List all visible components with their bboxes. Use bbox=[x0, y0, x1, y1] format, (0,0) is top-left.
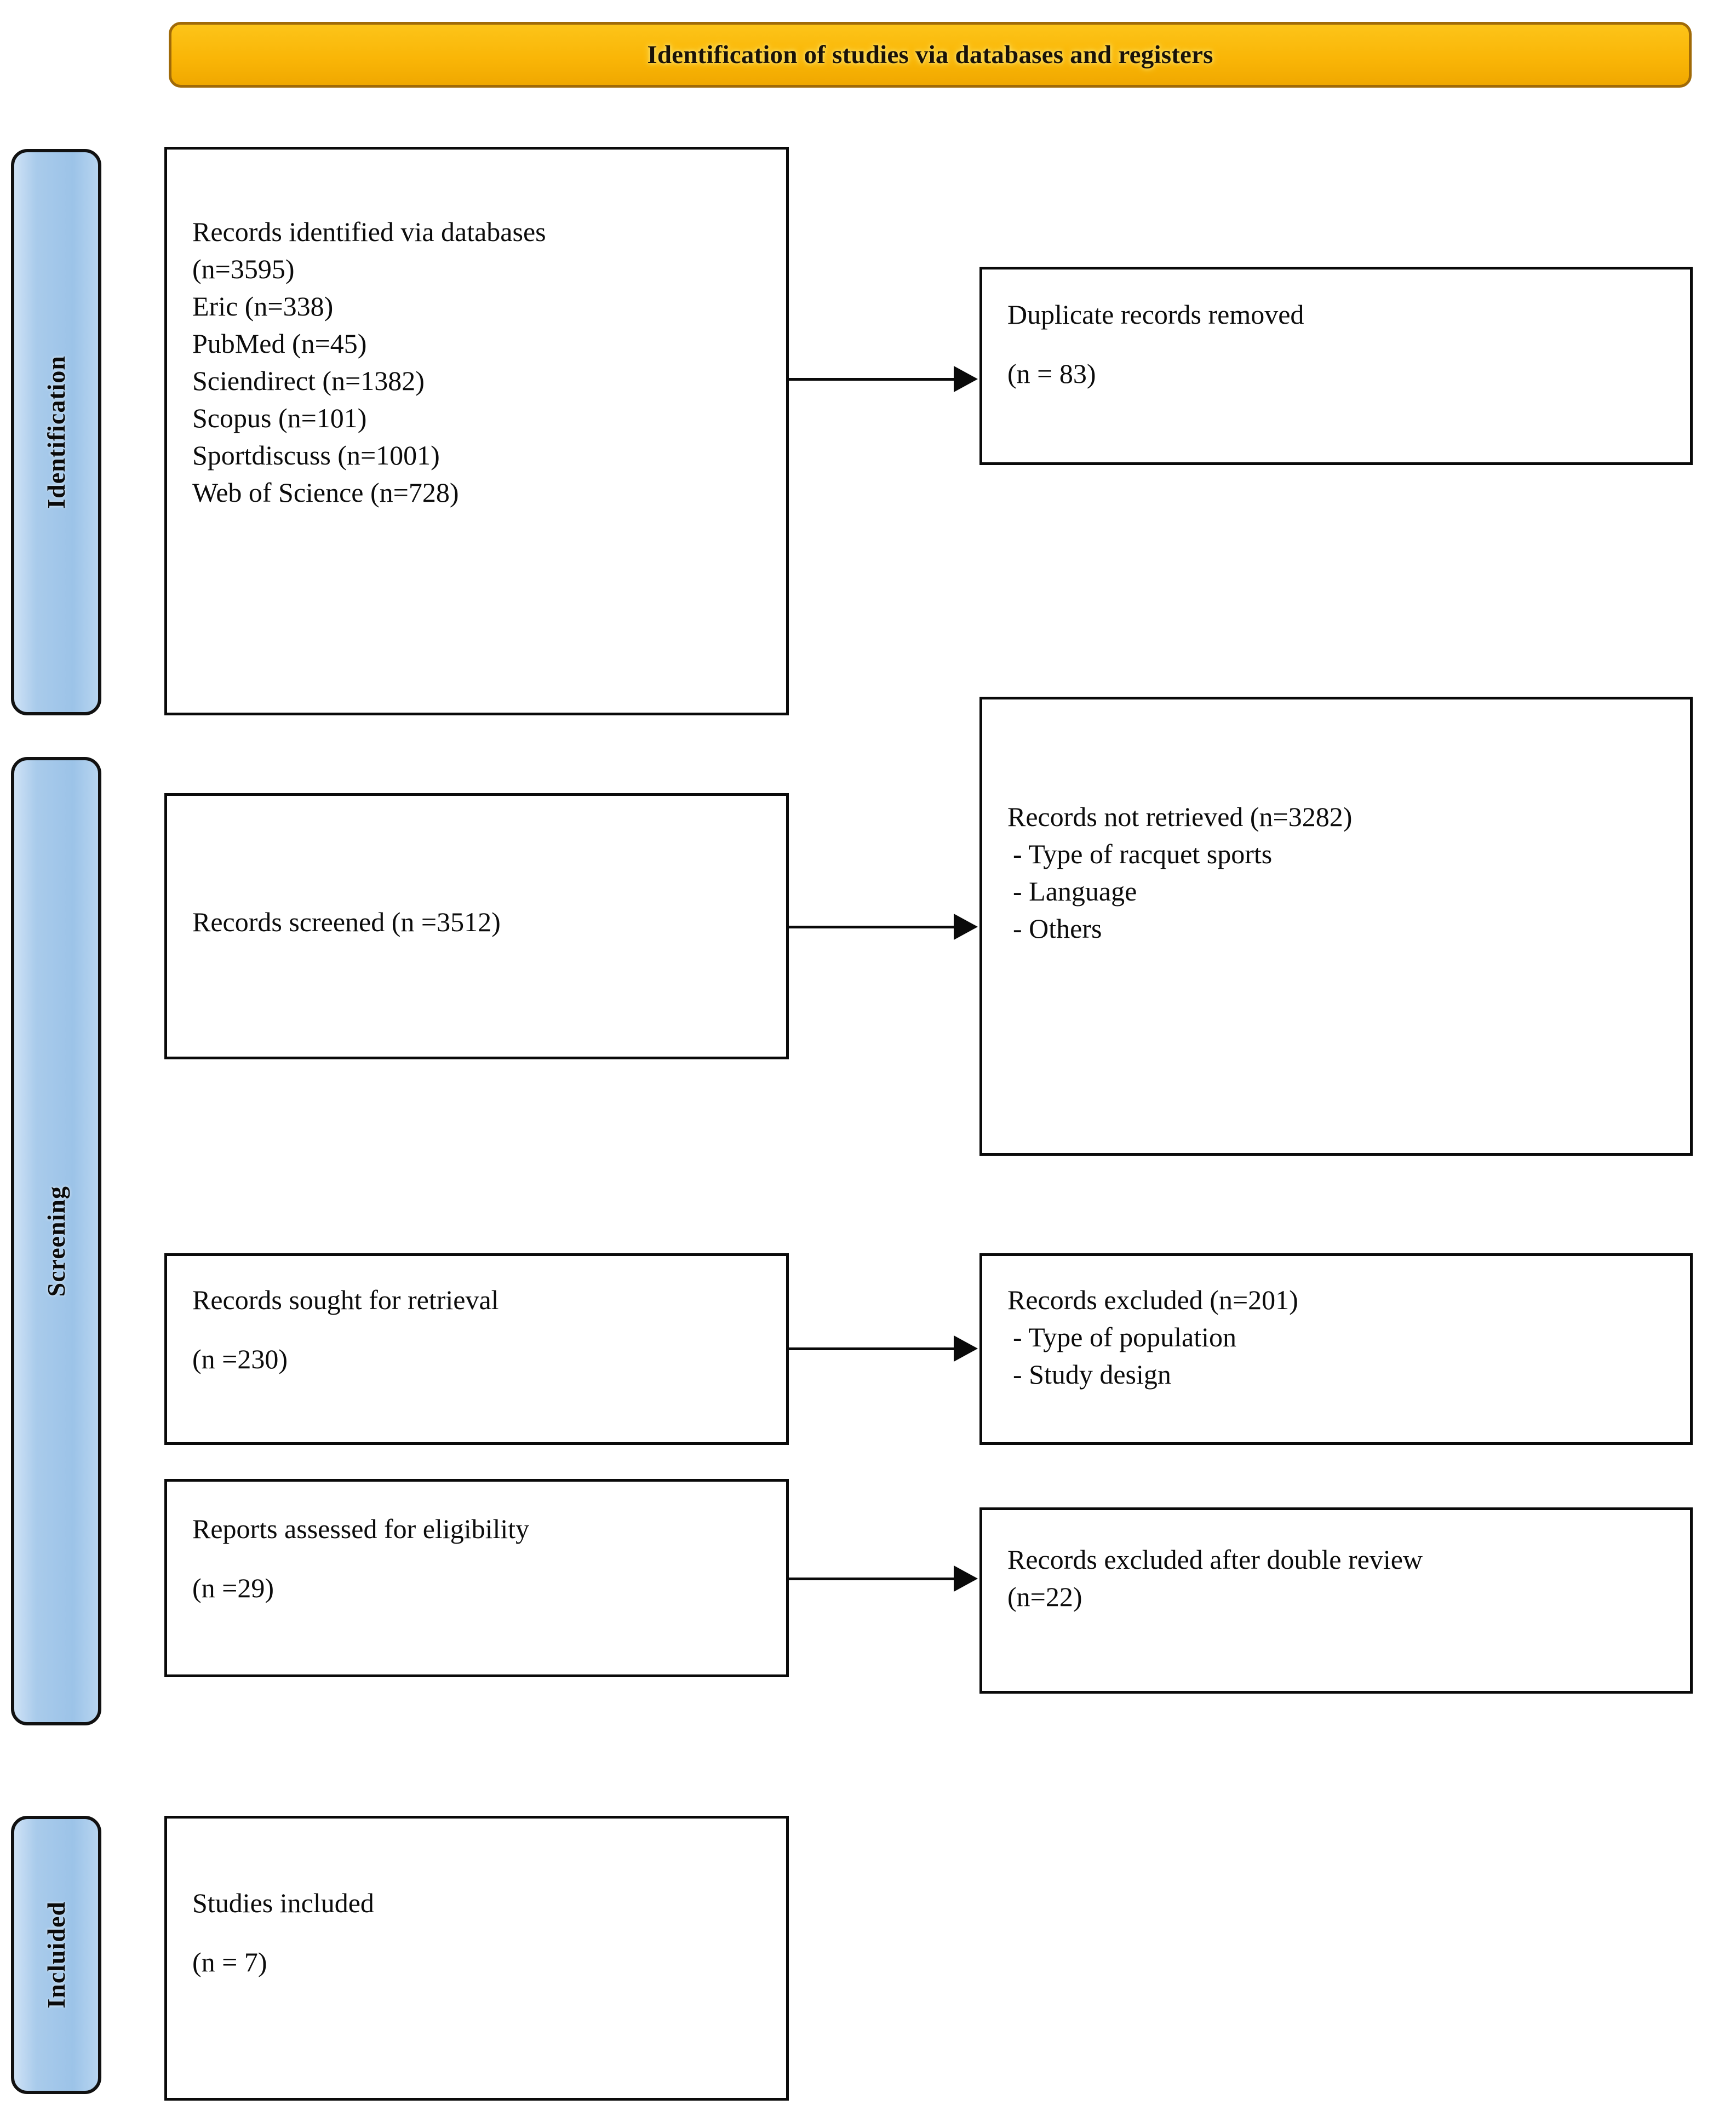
arrow-head bbox=[954, 914, 978, 940]
arrow-head bbox=[954, 366, 978, 392]
arrow-head bbox=[954, 1565, 978, 1592]
arrow-shaft bbox=[789, 1347, 954, 1350]
records-identified-line-5: Sciendirect (n=1382) bbox=[192, 365, 425, 396]
box-reports-assessed-for-eligibility: Reports assessed for eligibility (n =29) bbox=[164, 1479, 789, 1677]
records-identified-line-1: Records identified via databases bbox=[192, 216, 546, 247]
records-identified-line-7: Sportdiscuss (n=1001) bbox=[192, 440, 440, 471]
reports-assessed-line-2: (n =29) bbox=[192, 1573, 274, 1603]
stage-label-identification: Identification bbox=[42, 355, 70, 509]
studies-included-line-2: (n = 7) bbox=[192, 1947, 267, 1977]
excluded-double-review-line-2: (n=22) bbox=[1007, 1581, 1082, 1612]
box-duplicate-records-removed: Duplicate records removed (n = 83) bbox=[979, 267, 1693, 465]
records-sought-line-2: (n =230) bbox=[192, 1344, 288, 1374]
stage-bar-screening: Screening bbox=[11, 757, 101, 1725]
excluded-double-review-line-1: Records excluded after double review bbox=[1007, 1544, 1423, 1575]
records-identified-line-8: Web of Science (n=728) bbox=[192, 477, 459, 508]
arrow-identified-to-duplicates bbox=[789, 366, 978, 392]
duplicates-line-2: (n = 83) bbox=[1007, 358, 1096, 389]
records-identified-line-3: Eric (n=338) bbox=[192, 291, 334, 322]
studies-included-line-1: Studies included bbox=[192, 1888, 374, 1918]
box-records-excluded-after-double-review: Records excluded after double review (n=… bbox=[979, 1507, 1693, 1694]
box-records-screened: Records screened (n =3512) bbox=[164, 793, 789, 1059]
arrow-screened-to-not-retrieved bbox=[789, 914, 978, 940]
records-identified-line-2: (n=3595) bbox=[192, 254, 295, 284]
arrow-head bbox=[954, 1335, 978, 1362]
reports-assessed-line-1: Reports assessed for eligibility bbox=[192, 1513, 530, 1544]
records-excluded-line-1: Records excluded (n=201) bbox=[1007, 1284, 1298, 1315]
box-records-identified: Records identified via databases (n=3595… bbox=[164, 147, 789, 715]
box-records-sought-for-retrieval: Records sought for retrieval (n =230) bbox=[164, 1253, 789, 1445]
arrow-assessed-to-excluded-double-review bbox=[789, 1565, 978, 1592]
records-excluded-line-3: - Study design bbox=[1013, 1359, 1171, 1390]
arrow-sought-to-excluded bbox=[789, 1335, 978, 1362]
arrow-shaft bbox=[789, 1577, 954, 1580]
not-retrieved-line-4: - Others bbox=[1013, 913, 1102, 944]
arrow-shaft bbox=[789, 925, 954, 928]
records-sought-line-1: Records sought for retrieval bbox=[192, 1284, 499, 1315]
diagram-header-banner: Identification of studies via databases … bbox=[169, 22, 1692, 88]
box-records-not-retrieved: Records not retrieved (n=3282) - Type of… bbox=[979, 697, 1693, 1156]
records-identified-line-6: Scopus (n=101) bbox=[192, 403, 367, 433]
not-retrieved-line-3: - Language bbox=[1013, 876, 1137, 907]
arrow-shaft bbox=[789, 377, 954, 381]
stage-label-included: Incluided bbox=[42, 1901, 70, 2009]
diagram-title: Identification of studies via databases … bbox=[647, 41, 1213, 69]
not-retrieved-line-2: - Type of racquet sports bbox=[1013, 839, 1273, 869]
stage-bar-identification: Identification bbox=[11, 149, 101, 715]
records-identified-line-4: PubMed (n=45) bbox=[192, 328, 367, 359]
records-screened-line-1: Records screened (n =3512) bbox=[192, 907, 501, 937]
not-retrieved-line-1: Records not retrieved (n=3282) bbox=[1007, 801, 1353, 832]
stage-bar-included: Incluided bbox=[11, 1816, 101, 2094]
records-excluded-line-2: - Type of population bbox=[1013, 1322, 1237, 1352]
duplicates-line-1: Duplicate records removed bbox=[1007, 299, 1304, 330]
box-studies-included: Studies included (n = 7) bbox=[164, 1816, 789, 2101]
box-records-excluded: Records excluded (n=201) - Type of popul… bbox=[979, 1253, 1693, 1445]
stage-label-screening: Screening bbox=[42, 1185, 70, 1297]
